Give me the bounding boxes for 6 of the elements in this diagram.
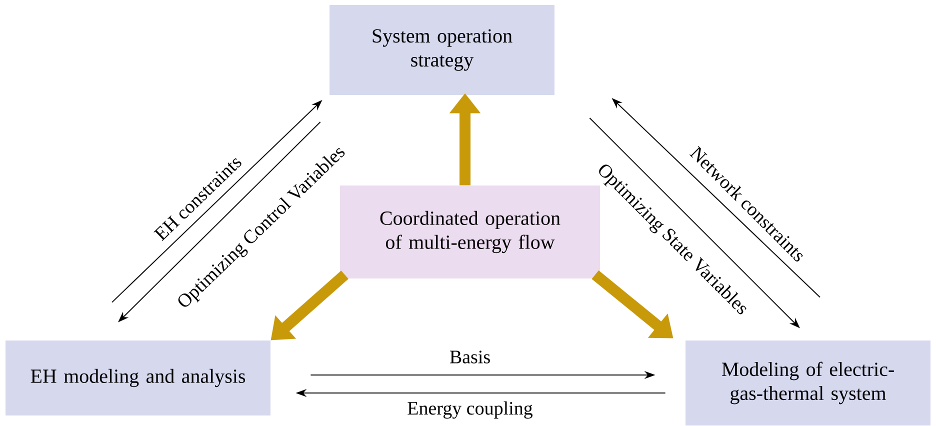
process-box: System operation strategy (330, 5, 554, 95)
edge-label: Energy coupling (408, 401, 533, 419)
process-box: Coordinated operation of multi-energy flow (340, 186, 600, 278)
process-box: Modeling of electric-gas-thermal system (686, 340, 930, 426)
edge-label: Basis (450, 350, 490, 364)
process-box: EH modeling and analysis (6, 340, 270, 416)
